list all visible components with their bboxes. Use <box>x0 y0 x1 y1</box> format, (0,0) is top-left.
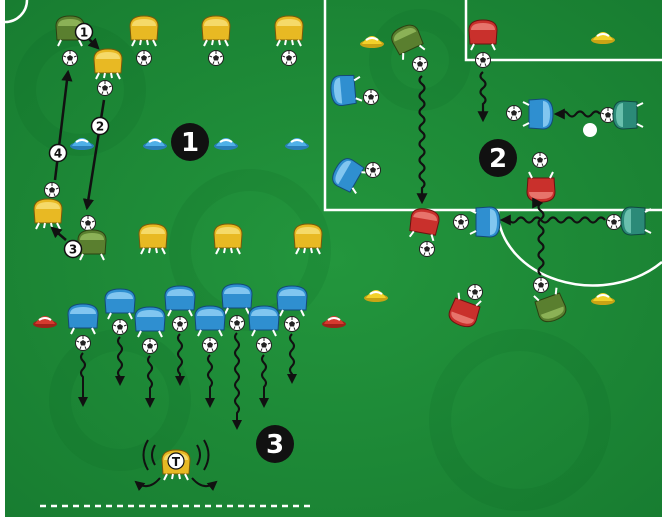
ball-icon <box>467 284 483 300</box>
sequence-badge-2: 2 <box>90 116 110 136</box>
dribble-path-icon <box>175 333 185 386</box>
ball-icon <box>532 152 548 168</box>
station-label-2: 2 <box>479 139 517 177</box>
svg-text:3: 3 <box>266 430 284 460</box>
svg-text:1: 1 <box>80 26 88 40</box>
field-lines <box>4 0 662 508</box>
ball-icon <box>533 277 549 293</box>
dribble-path-icon <box>78 352 88 407</box>
dribble-path-icon <box>115 336 125 386</box>
sequence-badge-4: 4 <box>48 143 68 163</box>
ball-icon <box>80 215 96 231</box>
corner-arc <box>4 0 29 24</box>
ball-icon <box>284 316 300 332</box>
svg-text:2: 2 <box>489 144 507 174</box>
goal-area-line <box>464 0 662 62</box>
dribble-path-icon <box>145 355 155 408</box>
station-label-1: 1 <box>171 123 209 161</box>
dribble-path-icon <box>477 71 489 123</box>
arrow-icon <box>50 226 67 241</box>
penalty-spot <box>583 123 597 137</box>
penalty-arc <box>496 209 662 287</box>
ball-icon <box>142 338 158 354</box>
sequence-badge-1: 1 <box>74 22 94 42</box>
ball-icon <box>202 337 218 353</box>
ball-icon <box>363 89 379 105</box>
ball-icon <box>256 337 272 353</box>
coach-label: T <box>172 455 181 469</box>
ball-icon <box>112 319 128 335</box>
dribble-path-icon <box>530 201 545 276</box>
station-label-3: 3 <box>256 425 294 463</box>
dribble-path-icon <box>287 333 297 384</box>
ball-icon <box>229 315 245 331</box>
station-3: T 3 <box>32 283 347 491</box>
station-2: 2 <box>327 19 652 331</box>
ball-icon <box>172 316 188 332</box>
ball-icon <box>453 214 469 230</box>
station-1: 1 2 3 4 1 <box>33 15 323 261</box>
ball-icon <box>365 162 381 178</box>
ball-icon <box>44 182 60 198</box>
ball-icon <box>506 105 522 121</box>
ball-icon <box>97 80 113 96</box>
ball-icon <box>475 52 491 68</box>
ball-icon <box>208 50 224 66</box>
ball-icon <box>62 50 78 66</box>
ball-icon <box>281 50 297 66</box>
dribble-path-icon <box>232 332 242 430</box>
dribble-path-icon <box>553 108 601 120</box>
dribble-path-icon <box>259 354 269 408</box>
svg-text:3: 3 <box>69 243 77 257</box>
svg-text:4: 4 <box>54 147 62 161</box>
ball-icon <box>412 56 428 72</box>
ball-icon <box>75 335 91 351</box>
svg-text:2: 2 <box>96 120 104 134</box>
sequence-badge-3: 3 <box>63 239 83 259</box>
coach-icon: T <box>134 439 218 491</box>
svg-text:1: 1 <box>181 128 199 158</box>
dribble-path-icon <box>499 214 606 226</box>
ball-icon <box>136 50 152 66</box>
dribble-path-icon <box>205 354 215 408</box>
penalty-box-line <box>323 0 662 212</box>
ball-icon <box>606 214 622 230</box>
dribble-path-icon <box>416 75 428 205</box>
ball-icon <box>419 241 435 257</box>
